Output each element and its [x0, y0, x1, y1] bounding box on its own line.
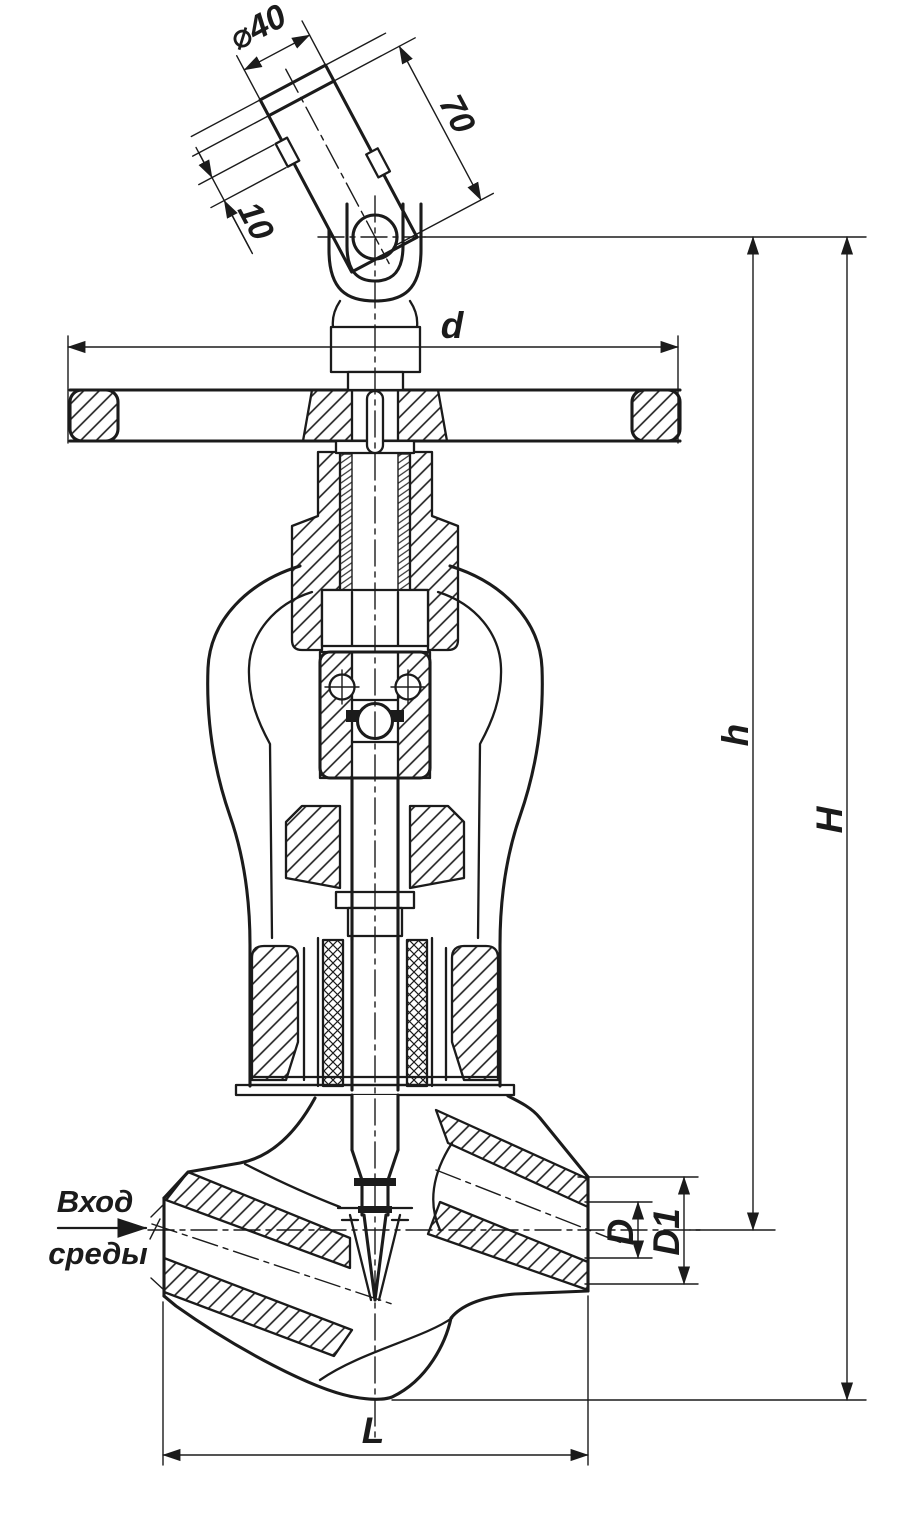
inlet-text-line2: среды: [48, 1236, 147, 1271]
gland-nut-left: [284, 804, 342, 890]
dim-label-H: H: [809, 805, 850, 833]
gland-nut-right: [408, 804, 466, 890]
bonnet: [206, 564, 544, 1088]
dim-line-70: [398, 45, 482, 201]
inlet-flow-label: Вход среды: [48, 1184, 161, 1271]
handwheel: [68, 388, 682, 455]
seat: [336, 1206, 414, 1302]
body-wall-upper-left: [164, 1170, 352, 1270]
dim-label-h: h: [715, 724, 756, 747]
plug-needle: [362, 1213, 388, 1302]
handwheel-rim-left: [68, 388, 120, 443]
stem-thread-left: [339, 453, 353, 591]
inlet-text-line1: Вход: [57, 1184, 134, 1219]
packing-right: [405, 938, 429, 1088]
dim-label-D: D: [600, 1219, 641, 1246]
stuffing-box: [250, 936, 500, 1088]
dim-label-D1: D1: [646, 1208, 687, 1255]
handle-dimension-group: ⌀40 70 10: [190, 0, 495, 274]
handwheel-rim-right: [630, 388, 682, 443]
dim-label-d: d: [441, 305, 465, 346]
gland-follower-right: [450, 944, 500, 1082]
valve-body: [150, 1075, 590, 1401]
dimension-annotations: d h H D D1 L: [67, 236, 867, 1466]
dim-label-L: L: [362, 1410, 385, 1451]
packing-left: [321, 938, 345, 1088]
gland-follower-left: [250, 944, 300, 1082]
stem-thread-right: [397, 453, 411, 591]
handwheel-hub-right: [396, 388, 449, 443]
dim-line-phi40: [243, 34, 311, 71]
handwheel-hub-left: [301, 388, 354, 443]
centerlines: [147, 195, 701, 1441]
